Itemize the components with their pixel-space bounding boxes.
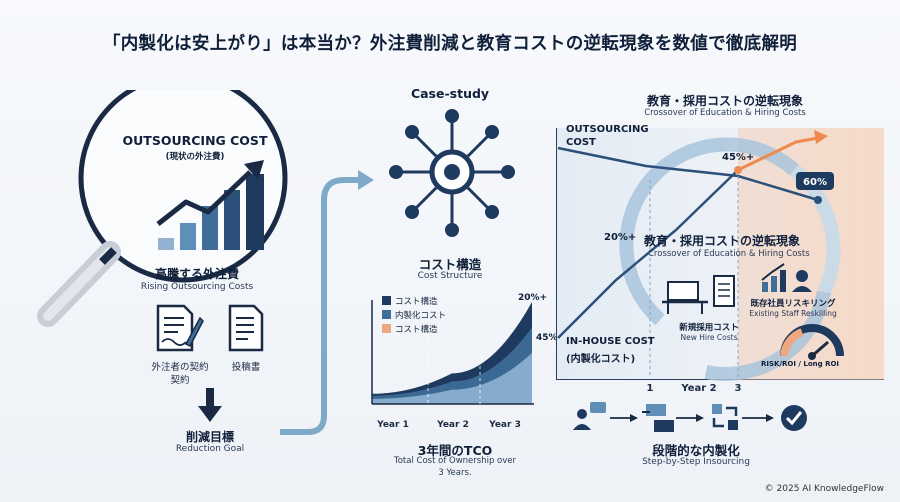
rising-costs-jp: 高騰する外注費 xyxy=(154,267,239,281)
invoice-icon xyxy=(228,304,264,352)
contract-label-2: 契約 xyxy=(170,375,190,386)
legend-label-2: 内製化コスト xyxy=(395,310,446,321)
user-chat-icon xyxy=(573,402,606,430)
network-hub-icon xyxy=(389,109,515,237)
crossover-chart: 60% 45%+ xyxy=(557,128,884,381)
reduction-goal-en: Reduction Goal xyxy=(175,444,245,454)
bar-1 xyxy=(158,238,174,250)
tco-en-1: Total Cost of Ownership over xyxy=(393,456,517,466)
magnifier-illustration xyxy=(37,90,288,327)
reskill-en: Existing Staff Reskilling xyxy=(749,309,837,318)
area-series-3 xyxy=(372,353,532,404)
reskill-chart-icon xyxy=(761,263,812,292)
legend-label-3: コスト構造 xyxy=(395,324,438,335)
legend-swatch-3 xyxy=(382,324,391,333)
cost-structure-chart: コスト構造 内製化コスト コスト構造 20%+ 45% xyxy=(371,293,558,405)
badge-60-text: 60% xyxy=(803,177,827,188)
step-insourcing-en: Step-by-Step Insourcing xyxy=(642,457,750,467)
bar-5 xyxy=(246,174,264,250)
reskill-jp: 既存社員リスキリング xyxy=(750,299,836,309)
cost-structure-jp: コスト構造 xyxy=(418,257,482,272)
crossover-header-jp: 教育・採用コストの逆転現象 xyxy=(646,94,803,108)
tco-jp: 3年間のTCO xyxy=(417,443,493,458)
new-hire-en: New Hire Costs xyxy=(680,333,738,342)
bar-3 xyxy=(202,206,218,250)
x-tick-year3: Year 3 xyxy=(489,420,521,430)
crossover-header-en: Crossover of Education & Hiring Costs xyxy=(644,108,806,118)
copyright-footer: © 2025 AI KnowledgeFlow xyxy=(764,484,884,494)
badge-45-text: 45%+ xyxy=(722,152,754,163)
step-flow-icons xyxy=(573,402,807,432)
label-45pct: 45% xyxy=(536,333,558,343)
right-x-tick-1: 1 xyxy=(646,383,654,394)
check-circle-icon xyxy=(781,405,807,431)
bar-2 xyxy=(180,223,196,250)
rising-arrow-line xyxy=(156,170,252,226)
crossover-inner-jp: 教育・採用コストの逆転現象 xyxy=(644,234,801,248)
inhouse-label-2: (内製化コスト) xyxy=(566,354,636,365)
outsourcing-cost-label: OUTSOURCING COST xyxy=(122,133,268,148)
badge-20-text: 20%+ xyxy=(604,232,637,243)
case-study-label: Case-study xyxy=(410,86,490,101)
rising-arrow-head xyxy=(244,160,264,180)
rising-costs-en: Rising Outsourcing Costs xyxy=(140,282,254,292)
badge-60 xyxy=(796,172,834,190)
cost-structure-en: Cost Structure xyxy=(417,271,483,281)
flow-connector-arrow xyxy=(280,170,374,435)
x-tick-year2: Year 2 xyxy=(437,420,469,430)
outsourcing-label-2: COST xyxy=(566,137,596,148)
roi-gauge-icon xyxy=(780,324,844,360)
new-hire-jp: 新規採用コスト xyxy=(679,323,739,333)
reduction-goal-jp: 削減目標 xyxy=(185,430,234,444)
new-hire-icon xyxy=(662,275,735,314)
crossover-inner-en: Crossover of Education & Hiring Costs xyxy=(648,249,810,259)
outsourcing-label-1: OUTSOURCING xyxy=(566,124,649,135)
transfer-icon xyxy=(642,404,674,432)
x-tick-year1: Year 1 xyxy=(377,420,409,430)
legend-label-1: コスト構造 xyxy=(395,296,438,307)
bar-4 xyxy=(224,190,240,250)
outsourcing-cost-sub: (現状の外注費) xyxy=(165,152,225,162)
legend-swatch-1 xyxy=(382,296,391,305)
tco-en-2: 3 Years. xyxy=(438,468,472,478)
inhouse-line xyxy=(557,169,739,339)
page-title: 「内製化は安上がり」は本当か？外注費削減と教育コストの逆転現象を数値で徹底解明 xyxy=(102,34,798,54)
outsourcing-line xyxy=(557,146,819,202)
orange-trend-line xyxy=(737,136,819,172)
contract-label-1: 外注者の契約 xyxy=(151,362,209,373)
roi-label: RISK/ROI / Long ROI xyxy=(760,360,840,368)
invoice-label: 投稿書 xyxy=(231,362,261,373)
right-x-tick-2: Year 2 xyxy=(681,383,717,394)
cycle-icon xyxy=(712,404,738,430)
label-20pct: 20%+ xyxy=(518,293,547,303)
right-x-tick-3: 3 xyxy=(734,383,742,394)
step-insourcing-jp: 段階的な内製化 xyxy=(652,443,740,458)
down-arrow-icon xyxy=(198,388,222,422)
inhouse-label-1: IN-HOUSE COST xyxy=(566,336,655,347)
contract-icon xyxy=(156,304,204,352)
legend-swatch-2 xyxy=(382,310,391,319)
